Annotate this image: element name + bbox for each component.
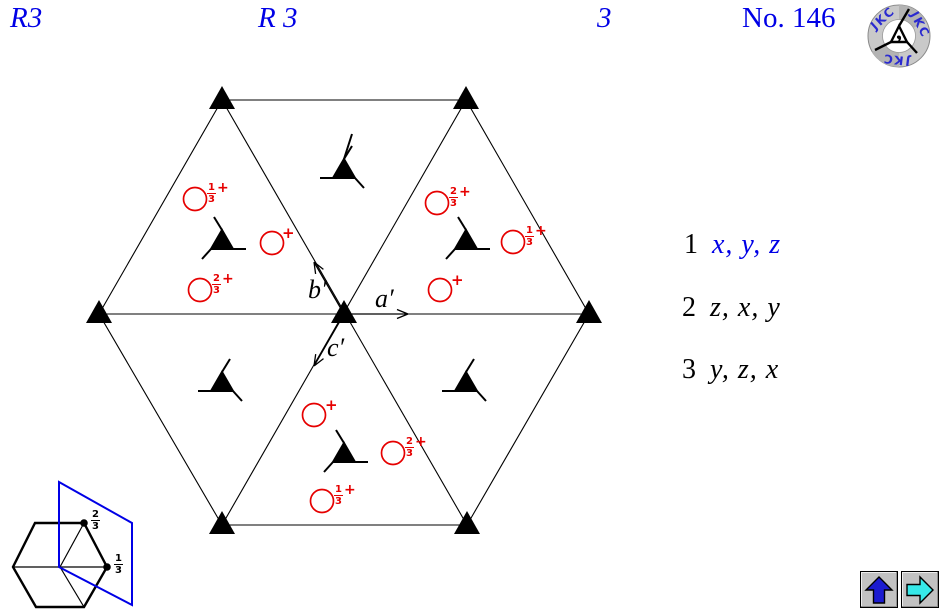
threefold-marker <box>453 86 479 109</box>
fraction-numerator: 1 <box>207 182 216 194</box>
nav-up-button[interactable] <box>860 571 898 608</box>
threefold-marker <box>209 511 235 534</box>
jkc-logo-graphic: , JKC JKC JKC <box>867 4 932 69</box>
screw-axis-symbol <box>445 216 490 260</box>
fraction-denominator: 3 <box>526 237 533 248</box>
header-point-group: 3 <box>597 2 612 34</box>
header-space-group-symbol: R3 <box>10 2 43 34</box>
coordinate-row: 3 y, z, x <box>682 354 779 386</box>
threefold-axis-markers <box>86 86 602 534</box>
header-number: No. 146 <box>742 2 836 34</box>
c-prime-label: c′ <box>327 333 345 362</box>
threefold-marker <box>331 300 357 323</box>
fraction-numerator: 1 <box>525 225 534 237</box>
coordinate-value: z, x, y <box>710 292 781 323</box>
projection-inset <box>11 480 133 609</box>
coordinate-value: y, z, x <box>710 354 780 385</box>
fraction-denominator: 3 <box>213 285 220 296</box>
logo-comma: , <box>896 19 902 45</box>
coordinate-row: 1 x, y, z <box>684 229 781 261</box>
b-prime-label: b′ <box>308 275 327 304</box>
threefold-marker <box>576 300 602 323</box>
fraction-denominator: 3 <box>406 448 413 459</box>
fraction-numerator: 1 <box>334 484 343 496</box>
fraction-numerator: 1 <box>114 553 123 565</box>
header-full-symbol: R 3 <box>258 2 298 34</box>
threefold-marker <box>209 86 235 109</box>
fraction-denominator: 3 <box>92 521 99 532</box>
inset-height-dot <box>80 519 88 527</box>
atom-circle <box>500 229 526 255</box>
fraction-denominator: 3 <box>450 198 457 209</box>
plus-sign: + <box>216 180 229 196</box>
plus-sign: + <box>343 482 356 498</box>
a-prime-arrow <box>344 308 409 320</box>
screw-axis-symbol <box>320 133 365 189</box>
atom-circle <box>182 186 208 212</box>
coordinate-index: 3 <box>682 354 696 385</box>
atom-circle <box>259 230 285 256</box>
coordinate-index: 1 <box>684 229 698 260</box>
atom-circle <box>309 488 335 514</box>
plus-sign: + <box>221 271 234 287</box>
axis-arrows <box>313 261 409 367</box>
c-prime-arrow <box>313 313 345 367</box>
atom-circle <box>187 277 213 303</box>
logo-center <box>882 19 916 53</box>
site-height-label: + <box>324 396 338 414</box>
screw-axis-symbol <box>198 358 243 402</box>
fraction-numerator: 2 <box>212 273 221 285</box>
threefold-marker <box>454 511 480 534</box>
fraction-denominator: 3 <box>115 565 122 576</box>
atom-circle <box>427 277 453 303</box>
plus-sign: + <box>458 184 471 200</box>
fraction-numerator: 2 <box>405 436 414 448</box>
site-height-label: + <box>281 224 295 242</box>
plus-sign: + <box>282 224 295 242</box>
fraction-numerator: 2 <box>91 509 100 521</box>
logo-threefold-symbol <box>874 8 918 54</box>
fraction-denominator: 3 <box>208 194 215 205</box>
atom-circle <box>424 190 450 216</box>
logo-jkc-text: JKC <box>881 51 912 68</box>
screw-axis-symbols-b <box>201 216 490 473</box>
plus-sign: + <box>325 396 338 414</box>
inset-projection-plane <box>58 480 133 607</box>
screw-axis-symbols-a <box>198 133 487 402</box>
fraction-denominator: 3 <box>335 496 342 507</box>
up-arrow-icon <box>864 575 894 604</box>
coordinate-row: 2 z, x, y <box>682 292 781 324</box>
plus-sign: + <box>414 434 427 450</box>
screw-axis-symbol <box>442 358 487 402</box>
plus-sign: + <box>451 271 464 289</box>
a-prime-label: a′ <box>375 284 394 313</box>
right-arrow-icon <box>906 574 934 605</box>
site-height-label: + <box>450 271 464 289</box>
screw-axis-symbol <box>201 216 246 260</box>
plus-sign: + <box>534 223 547 239</box>
nav-next-button[interactable] <box>901 571 939 608</box>
b-prime-arrow <box>313 261 345 315</box>
jkc-logo[interactable]: , JKC JKC JKC <box>866 3 932 69</box>
atom-circle <box>380 440 406 466</box>
inset-height-dot <box>103 563 111 571</box>
fraction-numerator: 2 <box>449 186 458 198</box>
screw-axis-symbol <box>323 429 368 473</box>
atom-circle <box>301 402 327 428</box>
general-position-circles <box>182 186 526 514</box>
coordinate-value: x, y, z <box>712 229 782 260</box>
threefold-marker <box>86 300 112 323</box>
coordinate-index: 2 <box>682 292 696 323</box>
